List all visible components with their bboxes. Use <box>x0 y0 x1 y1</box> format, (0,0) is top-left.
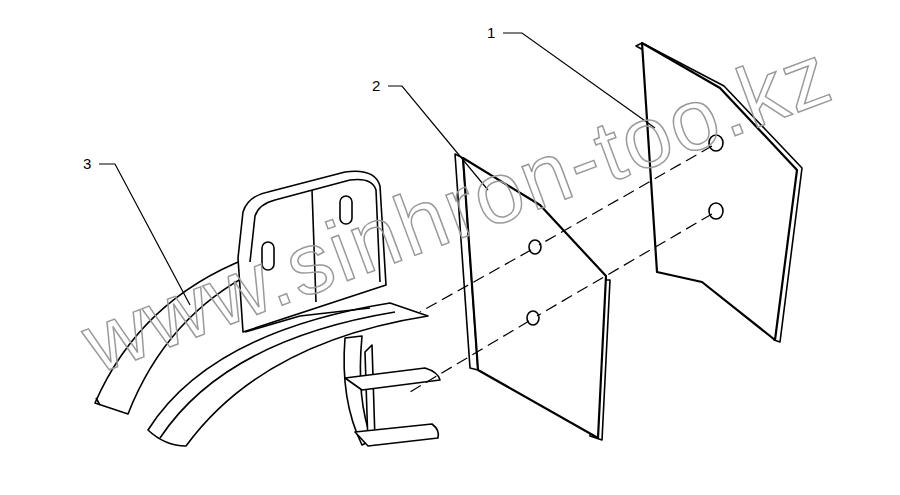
bracket-rib <box>345 368 440 390</box>
callout-number: 2 <box>372 78 380 93</box>
assembly-axis <box>410 321 529 392</box>
assembly-axis <box>537 214 712 316</box>
callout-number: 3 <box>83 156 91 171</box>
bolt-hole <box>709 203 723 219</box>
callout-number: 1 <box>487 25 495 40</box>
bolt-hole <box>529 240 541 254</box>
bolt-hole <box>527 311 539 325</box>
bracket-rib <box>355 424 438 446</box>
arm-edge <box>96 398 100 405</box>
